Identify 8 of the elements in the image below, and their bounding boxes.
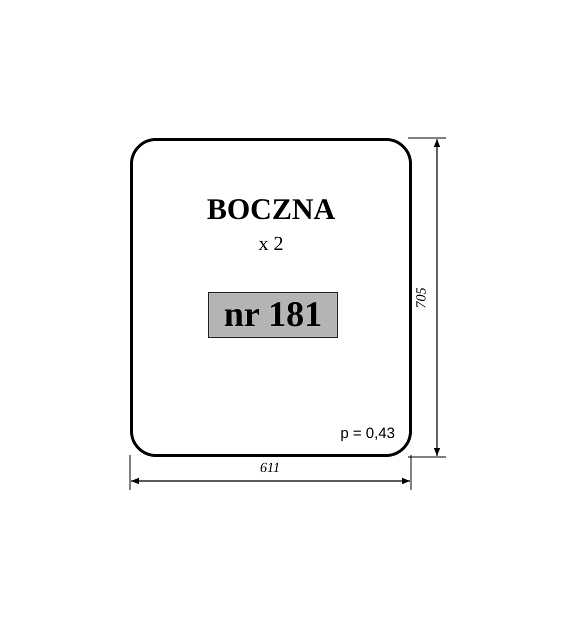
dimension-value: 705 xyxy=(414,288,430,308)
thickness-text: p = 0,43 xyxy=(340,425,395,442)
number-plate xyxy=(208,292,338,338)
glass-pane-outline xyxy=(130,138,412,457)
dimension-value: 611 xyxy=(260,461,280,477)
part-title: BOCZNA xyxy=(206,193,336,227)
quantity-text: x 2 xyxy=(258,233,284,256)
part-number: nr 181 xyxy=(222,293,324,335)
